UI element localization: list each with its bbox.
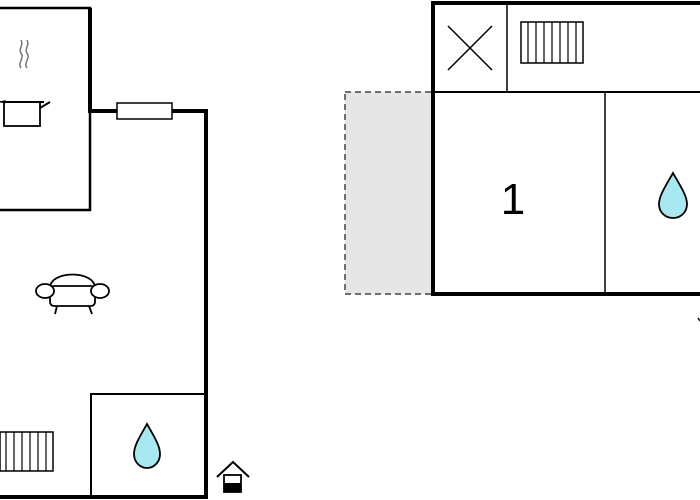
- entrance-house-icon: [216, 460, 250, 493]
- cross-icon: [447, 25, 493, 71]
- radiator-icon: [0, 431, 54, 472]
- room-number-label: 1: [501, 175, 525, 224]
- left-unit: [0, 6, 250, 499]
- outer-wall: [431, 1, 700, 296]
- water-drop-icon: [658, 171, 688, 219]
- bathroom-wall: [90, 393, 204, 497]
- outer-wall: [0, 8, 208, 499]
- water-drop-icon: [133, 422, 161, 469]
- sofa-icon: [35, 273, 110, 315]
- cooking-pot-icon: [0, 39, 51, 127]
- radiator-icon: [520, 21, 584, 64]
- window: [116, 102, 173, 120]
- right-unit: 1: [344, 1, 700, 322]
- terrace: [344, 91, 433, 295]
